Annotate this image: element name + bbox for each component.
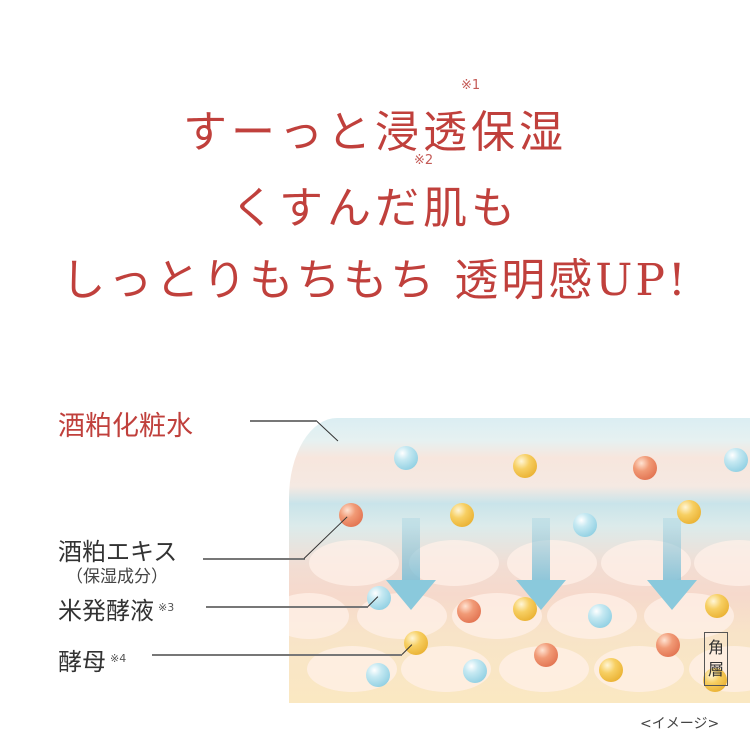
ingredient-label-rice-ferment: 米発酵液 ※3 <box>58 591 174 626</box>
headline-line-2: くすんだ肌も <box>231 183 519 234</box>
footnote-marker-1: ※1 <box>461 78 481 93</box>
yeast-particle <box>513 454 537 478</box>
ingredient-label-yeast: 酵母 ※4 <box>58 642 126 677</box>
rice-ferment-particle <box>463 659 487 683</box>
yeast-particle <box>703 668 727 692</box>
headline-line-1: すーっと浸透保湿 <box>183 107 567 158</box>
rice-ferment-particle <box>394 446 418 470</box>
yeast-particle <box>513 597 537 621</box>
layer-label-char: 層 <box>707 660 724 679</box>
rice-ferment-particle <box>588 604 612 628</box>
skin-cell <box>409 540 499 586</box>
sake-lees-particle <box>339 503 363 527</box>
skin-cell <box>507 540 597 586</box>
rice-ferment-particle <box>573 513 597 537</box>
yeast-particle <box>404 631 428 655</box>
headline-line-3: しっとりもちもち 透明感UP! <box>61 255 689 306</box>
skin-penetration-diagram <box>289 418 750 703</box>
ingredient-label-sake-lees: 酒粕エキス <box>58 538 178 566</box>
leader-line <box>203 558 305 560</box>
sake-lees-particle <box>656 633 680 657</box>
rice-ferment-particle <box>367 586 391 610</box>
image-caption: <イメージ> <box>640 716 720 732</box>
yeast-particle <box>677 500 701 524</box>
yeast-particle <box>599 658 623 682</box>
footnote-marker-2: ※2 <box>414 153 434 168</box>
leader-line <box>206 606 368 608</box>
ingredient-name: 米発酵液 <box>58 597 154 625</box>
rice-ferment-particle <box>366 663 390 687</box>
sake-lees-particle <box>457 599 481 623</box>
footnote-marker-4: ※4 <box>110 652 127 665</box>
skin-cell <box>289 593 349 639</box>
sake-lees-particle <box>534 643 558 667</box>
ingredient-name: 酵母 <box>58 648 106 676</box>
sake-lees-particle <box>633 456 657 480</box>
leader-line <box>250 420 316 422</box>
stratum-corneum-label: 角 層 <box>704 632 728 686</box>
layer-label-char: 角 <box>707 638 724 657</box>
skin-cell <box>694 540 750 586</box>
footnote-marker-3: ※3 <box>158 601 175 614</box>
yeast-particle <box>705 594 729 618</box>
yeast-particle <box>450 503 474 527</box>
ingredient-sublabel: （保湿成分） <box>66 567 168 587</box>
product-label: 酒粕化粧水 <box>58 411 193 442</box>
rice-ferment-particle <box>724 448 748 472</box>
skin-cell <box>309 540 399 586</box>
leader-line <box>152 654 402 656</box>
